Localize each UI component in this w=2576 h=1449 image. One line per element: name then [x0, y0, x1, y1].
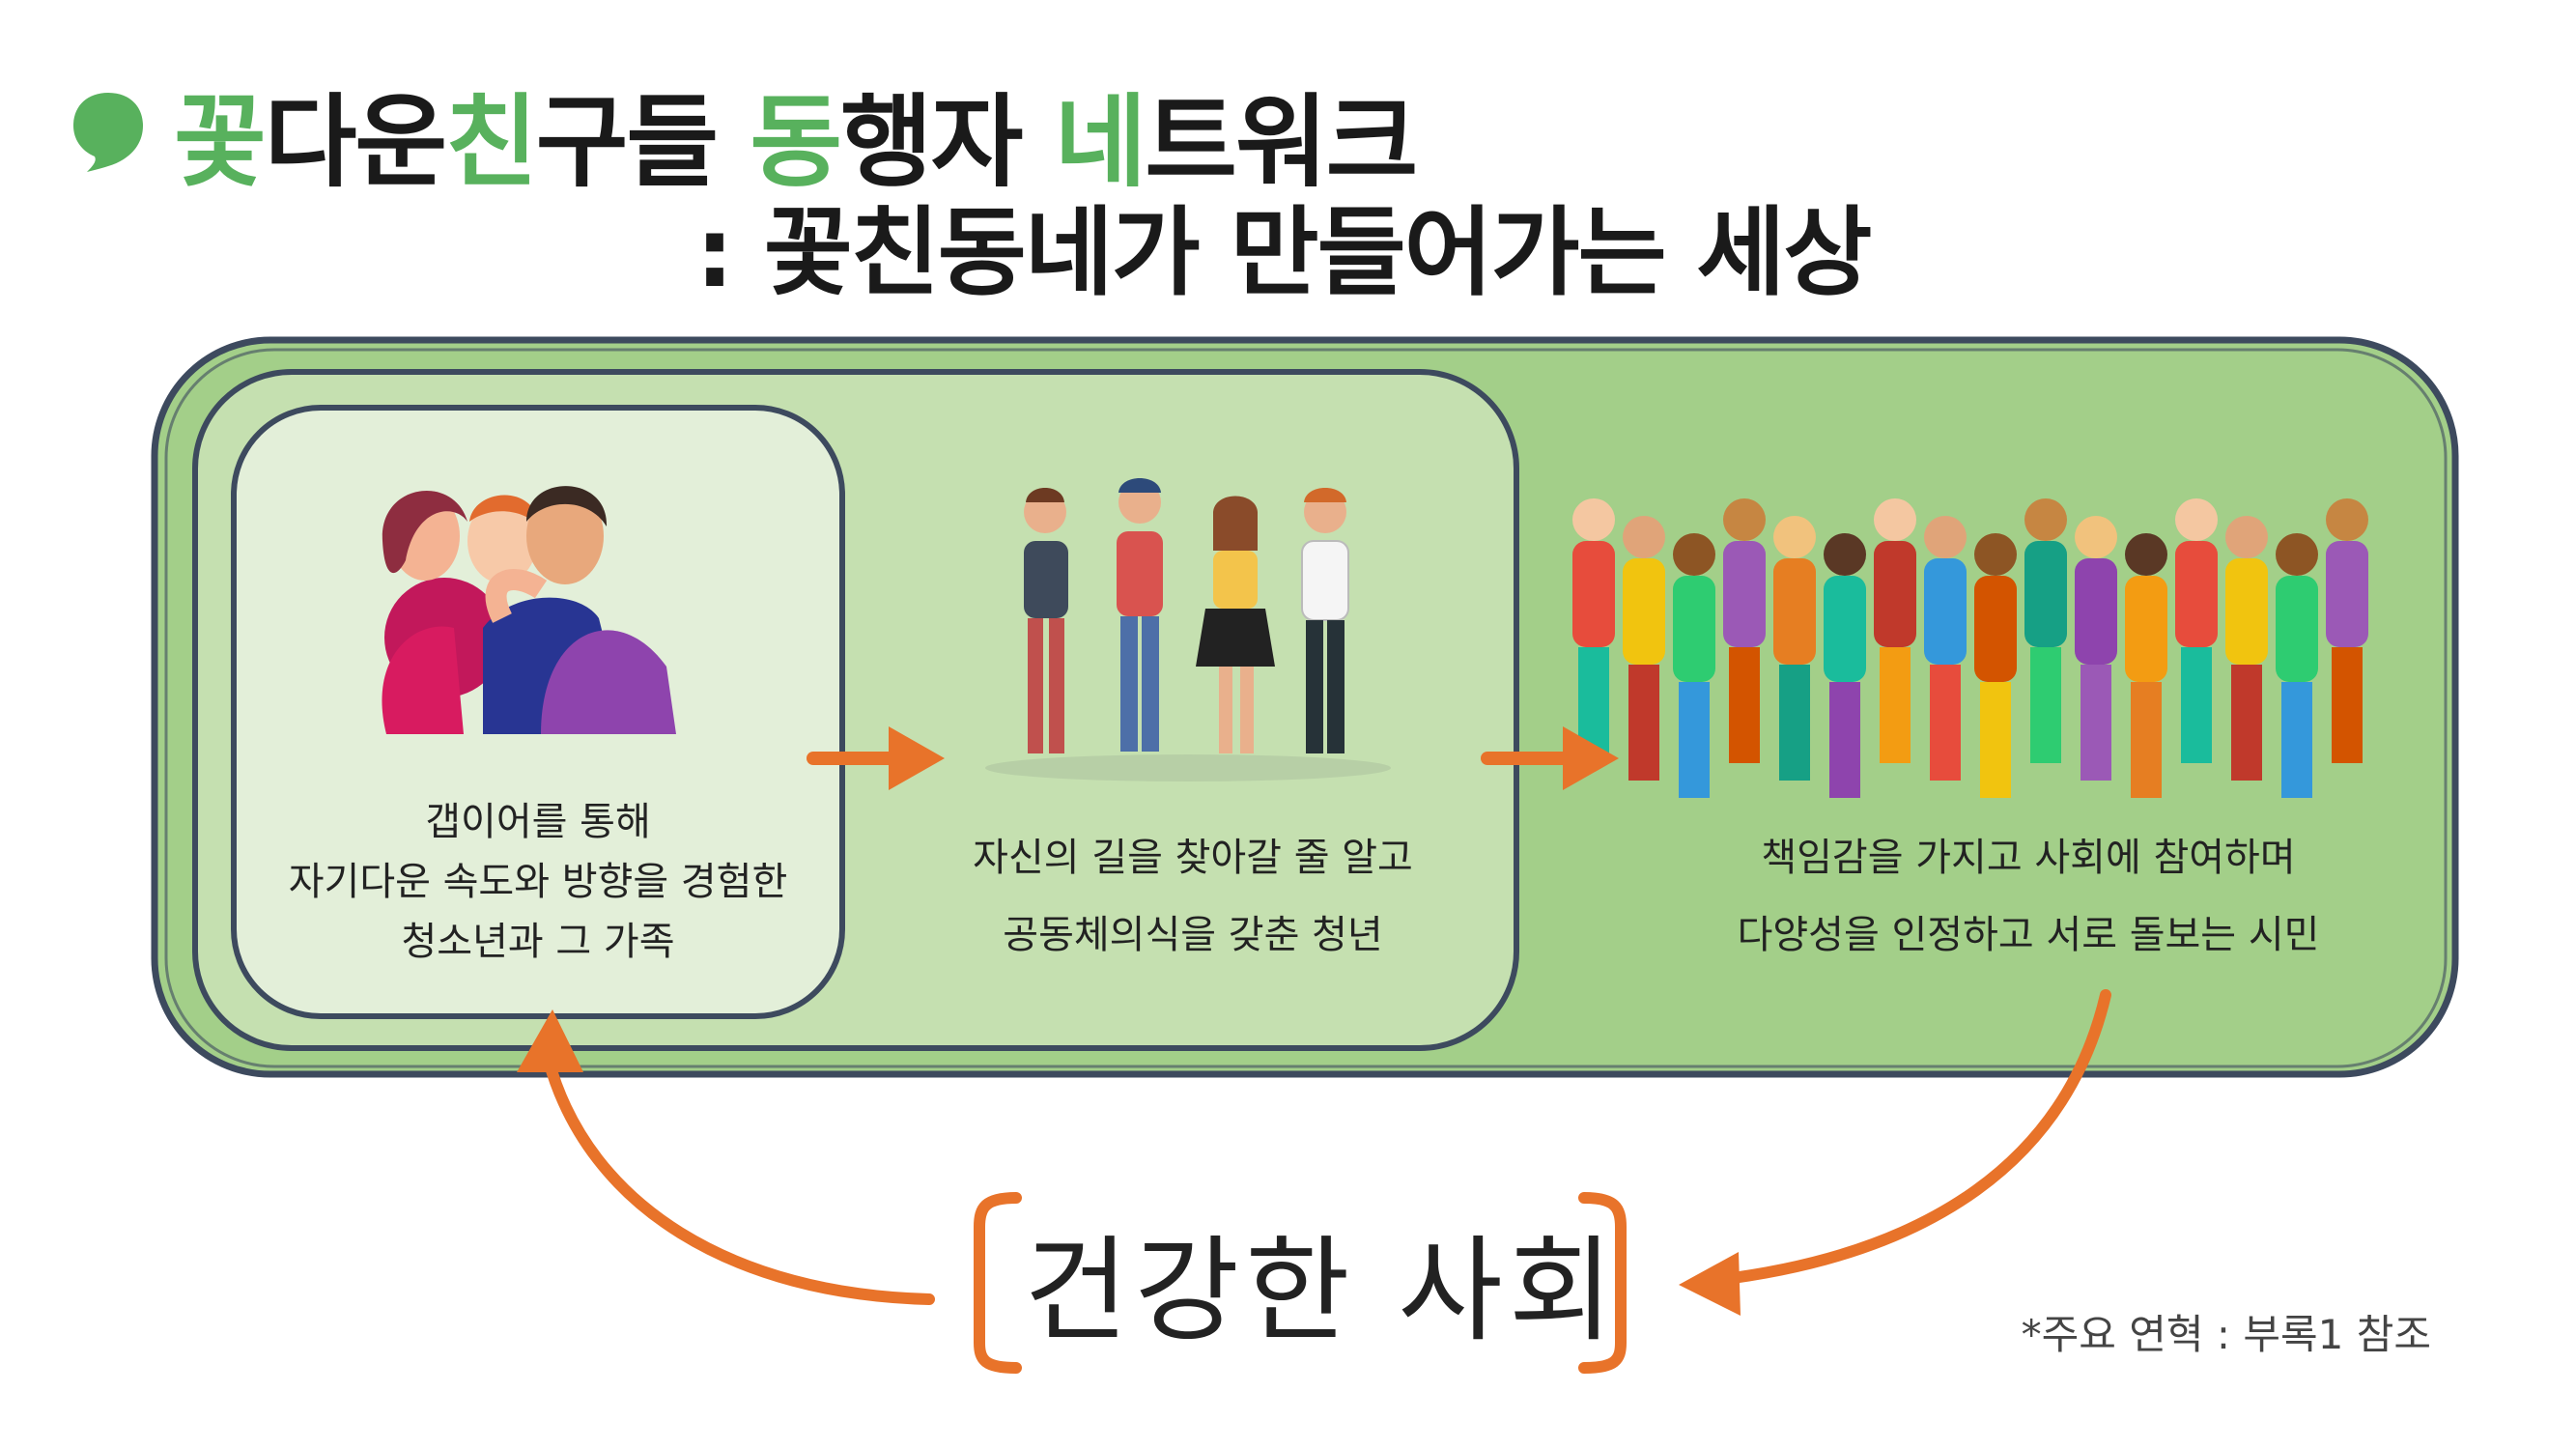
title-segment: 친 [445, 83, 538, 201]
healthy-society-label: 건강한 사회 [1024, 1224, 1620, 1357]
speech-bullet-icon [73, 93, 143, 172]
stage1-caption: 갭이어를 통해 자기다운 속도와 방향을 경험한 청소년과 그 가족 [288, 800, 788, 964]
crowd-person [1773, 516, 1816, 781]
title-segment: 구들 [535, 83, 750, 201]
crowd-person [1974, 533, 2017, 798]
stage3-caption: 책임감을 가지고 사회에 참여하며 다양성을 인정하고 서로 돌보는 시민 [1737, 836, 2320, 957]
title-segment: 네 [1054, 83, 1147, 201]
citizens-crowd-icon [1572, 498, 2368, 798]
crowd-person [2125, 533, 2167, 798]
crowd-person [1673, 533, 1715, 798]
crowd-person [2225, 516, 2268, 781]
crowd-person [2024, 498, 2067, 763]
crowd-person [2075, 516, 2117, 781]
arrow-citizens-to-society [1679, 989, 2111, 1316]
center-brackets [974, 1192, 1627, 1374]
title-segment: 동 [750, 83, 842, 201]
stage2-caption: 자신의 길을 찾아갈 줄 알고 공동체의식을 갖춘 청년 [973, 836, 1413, 957]
crowd-person [1623, 516, 1665, 781]
footnote: *주요 연혁 : 부록1 참조 [2021, 1311, 2431, 1358]
family-icon [382, 486, 676, 734]
crowd-person [1723, 498, 1766, 763]
title-segment: 트워크 [1145, 83, 1418, 201]
arrow-society-to-youth [517, 1009, 935, 1305]
youth-group-icon [985, 478, 1391, 781]
title-segment: 꽃 [174, 83, 267, 201]
crowd-person [2175, 498, 2218, 763]
crowd-person [1572, 498, 1615, 763]
title-segment: 행자 [840, 83, 1055, 201]
crowd-person [2276, 533, 2318, 798]
arrow-stage1-to-stage2 [807, 726, 945, 790]
page-title: 꽃다운친구들 동행자 네트워크 [174, 60, 1418, 206]
arrow-stage2-to-stage3 [1481, 726, 1619, 790]
crowd-person [1924, 516, 1967, 781]
crowd-person [1874, 498, 1916, 763]
crowd-person [2326, 498, 2368, 763]
title-segment: 다운 [264, 83, 447, 201]
page-subtitle: : 꽃친동네가 만들어가는 세상 [695, 196, 1872, 309]
crowd-person [1824, 533, 1866, 798]
